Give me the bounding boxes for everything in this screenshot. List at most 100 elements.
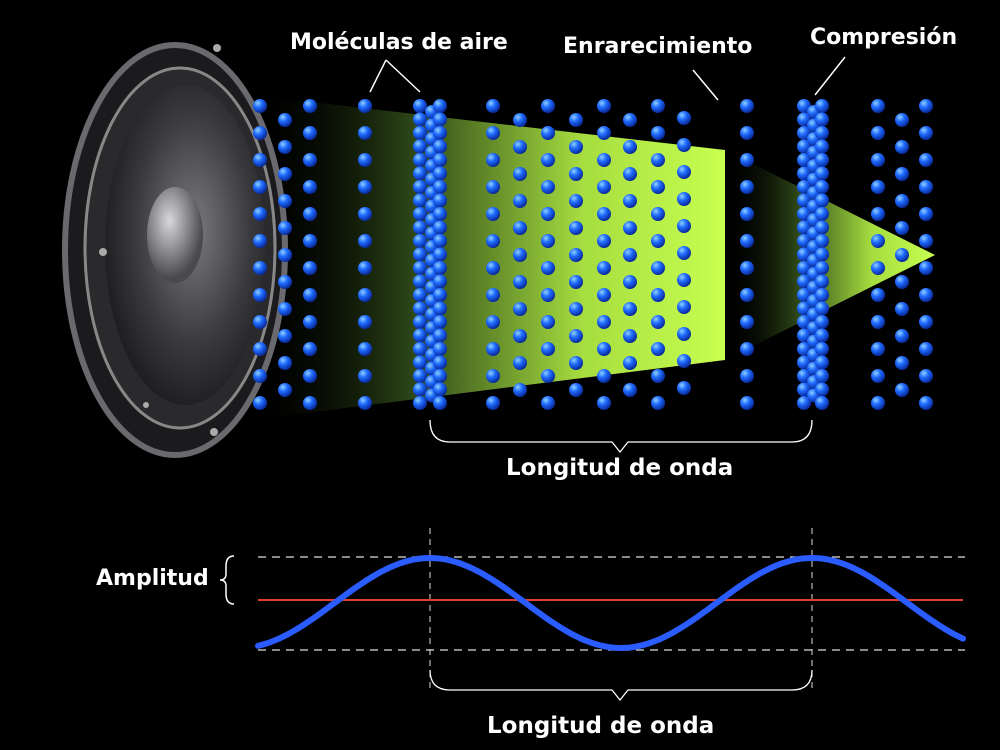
air-molecule — [623, 113, 637, 127]
air-molecule — [569, 248, 583, 262]
amplitude-brace — [219, 555, 235, 605]
air-molecule — [541, 288, 555, 302]
air-molecule — [569, 356, 583, 370]
air-molecule — [597, 369, 611, 383]
air-molecule — [740, 288, 754, 302]
air-molecule — [413, 234, 427, 248]
air-molecule — [433, 274, 447, 289]
air-molecule — [871, 288, 885, 302]
air-molecule — [358, 207, 372, 221]
air-molecule — [597, 126, 611, 140]
air-molecule — [623, 356, 637, 370]
air-molecule — [433, 247, 447, 262]
air-molecule — [253, 126, 267, 140]
air-molecule — [278, 302, 292, 316]
air-molecule — [597, 288, 611, 302]
wave-arrow-head — [725, 150, 935, 360]
label-air-molecules: Moléculas de aire — [290, 30, 508, 55]
air-molecule — [651, 369, 665, 383]
air-molecule — [413, 247, 427, 262]
air-molecule — [919, 342, 933, 356]
air-molecule — [740, 396, 754, 410]
air-molecule — [413, 301, 427, 316]
air-molecule — [815, 355, 829, 370]
air-molecule — [541, 153, 555, 167]
air-molecule — [253, 207, 267, 221]
air-molecule — [895, 194, 909, 208]
air-molecule — [513, 302, 527, 316]
air-molecule — [569, 302, 583, 316]
air-molecule — [919, 180, 933, 194]
air-molecule — [597, 180, 611, 194]
air-molecule — [358, 369, 372, 383]
air-molecule — [740, 261, 754, 275]
air-molecule — [623, 140, 637, 154]
air-molecule — [677, 381, 691, 395]
air-molecule — [815, 342, 829, 356]
air-molecule — [541, 180, 555, 194]
air-molecule — [871, 207, 885, 221]
air-molecule — [358, 180, 372, 194]
air-molecule — [253, 369, 267, 383]
air-molecule — [651, 234, 665, 248]
air-molecule — [651, 180, 665, 194]
air-molecule — [651, 396, 665, 410]
air-molecule — [740, 153, 754, 167]
air-molecule — [303, 207, 317, 221]
air-molecule — [433, 382, 447, 397]
air-molecule — [253, 261, 267, 275]
air-molecule — [677, 219, 691, 233]
air-molecule — [597, 261, 611, 275]
air-molecule — [413, 261, 427, 275]
air-molecule — [253, 99, 267, 113]
air-molecule — [358, 153, 372, 167]
air-molecule — [677, 138, 691, 152]
air-molecule — [597, 396, 611, 410]
air-molecule — [433, 126, 447, 140]
air-molecule — [541, 315, 555, 329]
air-molecule — [303, 315, 317, 329]
air-molecule — [413, 220, 427, 235]
air-molecule — [919, 207, 933, 221]
air-molecule — [651, 342, 665, 356]
air-molecule — [513, 329, 527, 343]
air-molecule — [597, 315, 611, 329]
air-molecule — [486, 261, 500, 275]
air-molecule — [433, 234, 447, 248]
air-molecule — [677, 300, 691, 314]
air-molecule — [278, 383, 292, 397]
air-molecule — [815, 369, 829, 383]
air-molecule — [815, 315, 829, 329]
air-molecule — [278, 113, 292, 127]
air-molecule — [815, 247, 829, 262]
air-molecule — [871, 234, 885, 248]
air-molecule — [815, 180, 829, 194]
pointer-molecules-left — [369, 59, 387, 93]
air-molecule — [413, 355, 427, 370]
air-molecule — [815, 153, 829, 167]
air-molecule — [677, 273, 691, 287]
label-amplitude: Amplitud — [96, 566, 209, 591]
air-molecule — [413, 126, 427, 140]
air-molecule — [278, 221, 292, 235]
air-molecule — [677, 111, 691, 125]
air-molecule — [815, 112, 829, 127]
air-molecule — [253, 315, 267, 329]
air-molecule — [815, 301, 829, 316]
air-molecule — [740, 180, 754, 194]
air-molecule — [513, 221, 527, 235]
air-molecule — [597, 207, 611, 221]
air-molecule — [597, 153, 611, 167]
air-molecule — [358, 288, 372, 302]
air-molecule — [815, 234, 829, 248]
air-molecule — [651, 153, 665, 167]
air-molecule — [486, 288, 500, 302]
air-molecule — [541, 126, 555, 140]
air-molecule — [278, 167, 292, 181]
air-molecule — [486, 315, 500, 329]
air-molecule — [413, 139, 427, 154]
air-molecule — [413, 207, 427, 221]
wavelength-bracket-bottom — [429, 669, 813, 702]
air-molecule — [303, 396, 317, 410]
air-molecule — [919, 99, 933, 113]
